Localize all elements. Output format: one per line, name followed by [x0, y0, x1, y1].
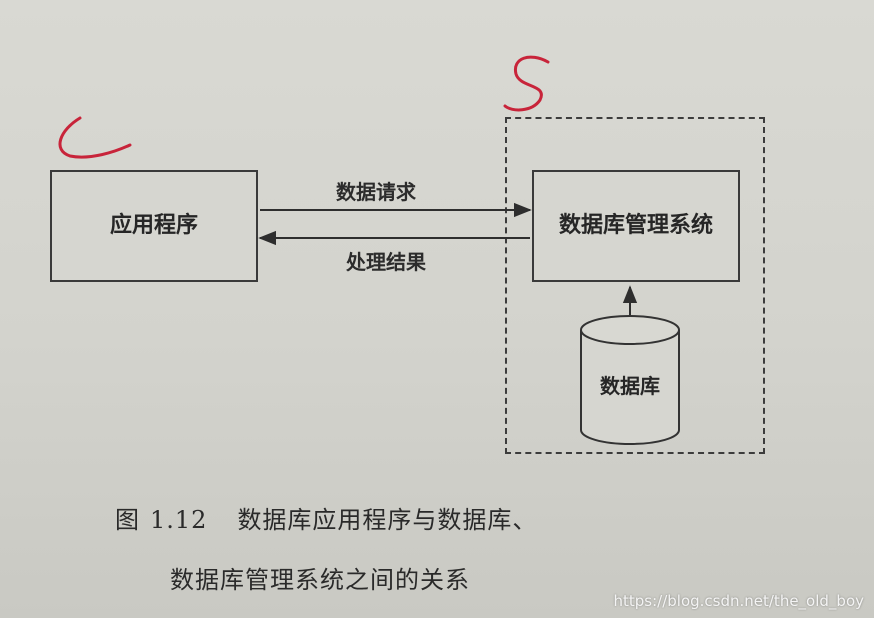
application-program-label: 应用程序 [109, 213, 198, 238]
annotation-c-mark [58, 116, 132, 159]
database-label: 数据库 [600, 374, 660, 398]
figure-number: 1.12 [150, 506, 208, 534]
request-label: 数据请求 [336, 180, 416, 204]
figure-prefix: 图 [115, 506, 140, 534]
figure-caption-line1: 图 1.12 数据库应用程序与数据库、 [115, 500, 537, 535]
caption-text-line1: 数据库应用程序与数据库、 [237, 506, 538, 534]
figure-caption-line2: 数据库管理系统之间的关系 [170, 566, 470, 594]
application-program-box: 应用程序 [50, 170, 258, 282]
response-label: 处理结果 [346, 250, 426, 274]
server-side-dashed-frame [505, 117, 765, 454]
watermark-url: https://blog.csdn.net/the_old_boy [613, 592, 864, 610]
database-cylinder [580, 315, 680, 445]
dbms-box: 数据库管理系统 [532, 170, 740, 282]
dbms-label: 数据库管理系统 [558, 213, 713, 238]
annotation-s-mark [503, 55, 550, 112]
